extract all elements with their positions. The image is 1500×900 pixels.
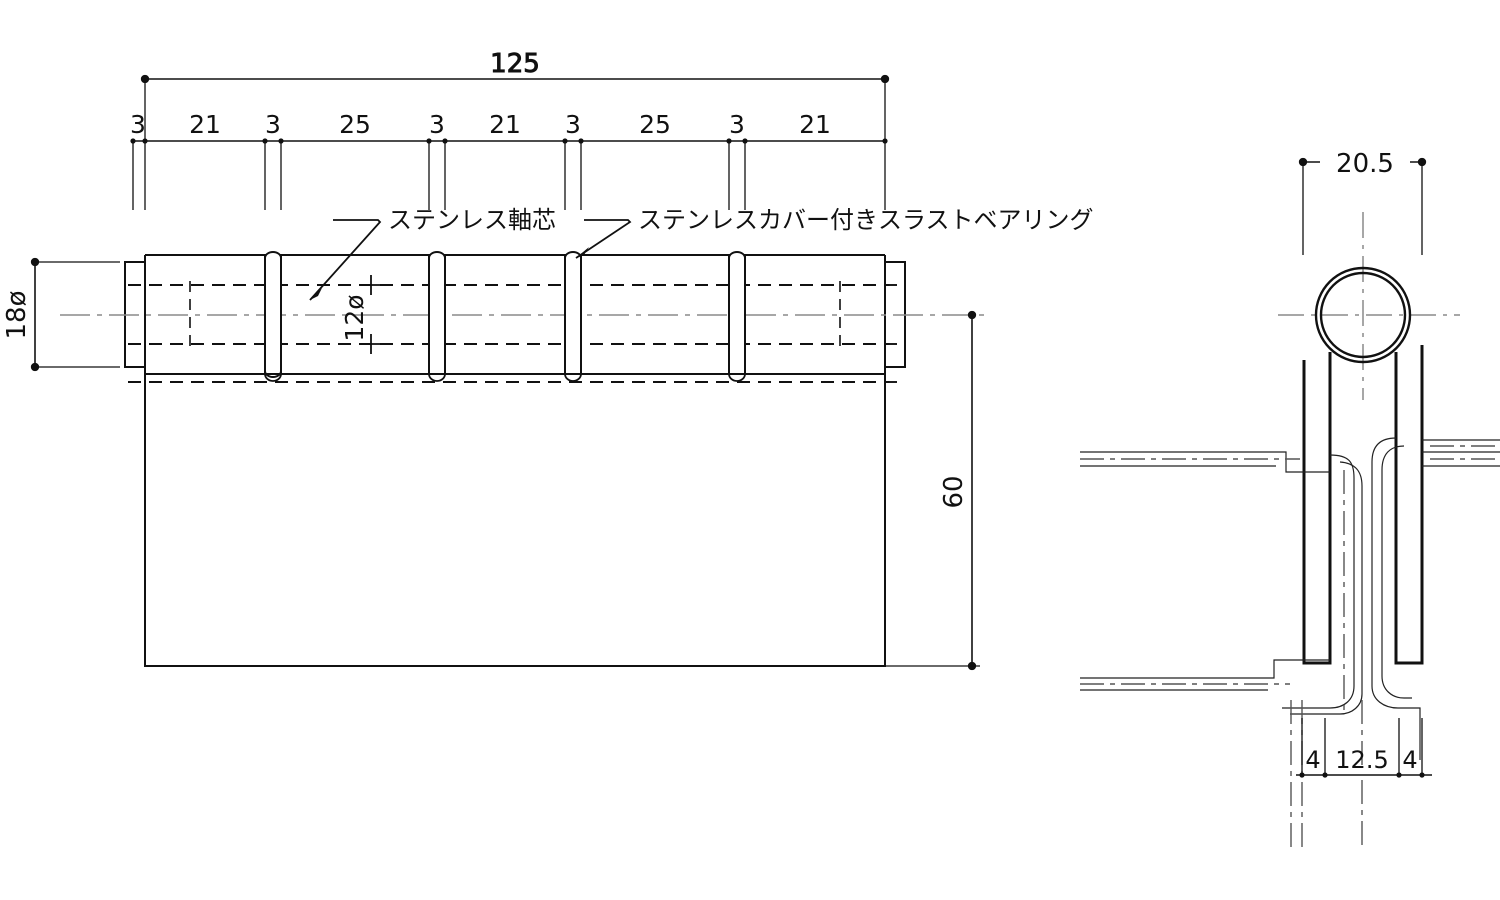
- dim-label-c7: 25: [639, 110, 671, 139]
- dim-label-c5: 21: [489, 110, 521, 139]
- dim-label-leaf-height: 60: [939, 475, 969, 508]
- side-view-geometry: 20.5: [1080, 148, 1500, 850]
- bearing-ring: [428, 251, 446, 382]
- bearing-ring: [728, 251, 746, 382]
- dim-label-c2: 3: [265, 110, 281, 139]
- dim-label-c0: 3: [130, 110, 146, 139]
- extension-lines: [132, 79, 886, 210]
- leader-bearing: [575, 219, 632, 259]
- dim-label-c8: 3: [729, 110, 745, 139]
- dim-barrel-diameter: 18ø: [2, 257, 120, 372]
- leader-shaft: [309, 219, 382, 301]
- dim-leaf-height: 60: [885, 310, 980, 671]
- dim-label-c9: 21: [799, 110, 831, 139]
- dim-label-side-width: 20.5: [1336, 149, 1394, 179]
- phantom-reference-lines: [1080, 445, 1500, 850]
- dim-label-s0: 4: [1305, 746, 1320, 774]
- leader-shaft-arrow: [310, 288, 322, 300]
- left-leaf-section: [1302, 352, 1332, 665]
- dim-label-c6: 3: [565, 110, 581, 139]
- front-dimension-stack: 125: [130, 49, 890, 210]
- dim-label-c1: 21: [189, 110, 221, 139]
- dim-label-overall: 125: [490, 49, 540, 79]
- frame-profile-outlines: [1080, 437, 1500, 760]
- leader-bearing-arrow: [576, 247, 589, 258]
- bearing-ring: [564, 251, 582, 382]
- annotation-shaft-label: ステンレス軸芯: [388, 206, 556, 234]
- leaf-plate: [144, 373, 886, 667]
- dim-side-width: 20.5: [1298, 148, 1427, 255]
- dim-pin-diameter: 12ø: [340, 275, 381, 354]
- bearing-ring: [264, 251, 282, 382]
- annotation-bearing-label: ステンレスカバー付きスラストベアリング: [638, 206, 1094, 234]
- bearing-rings: [264, 251, 746, 382]
- pin-hidden-lines: [128, 284, 905, 345]
- dim-label-s1: 12.5: [1335, 746, 1388, 774]
- dim-label-c3: 25: [339, 110, 371, 139]
- dim-label-pin-diameter: 12ø: [340, 294, 369, 341]
- right-leaf-section: [1394, 345, 1424, 665]
- dim-side-chain: 4 12.5 4: [1296, 718, 1432, 778]
- dim-label-barrel-diameter: 18ø: [2, 291, 32, 340]
- annotation-leaders: ステンレス軸芯 ステンレスカバー付きスラストベアリング: [309, 206, 1094, 301]
- barrel-outer-circle: [1314, 266, 1412, 364]
- dim-label-c4: 3: [429, 110, 445, 139]
- dim-label-s2: 4: [1402, 746, 1417, 774]
- barrel-inner-circle: [1319, 271, 1407, 359]
- end-hidden-verticals: [189, 281, 841, 348]
- front-view-geometry: 12ø: [60, 251, 985, 667]
